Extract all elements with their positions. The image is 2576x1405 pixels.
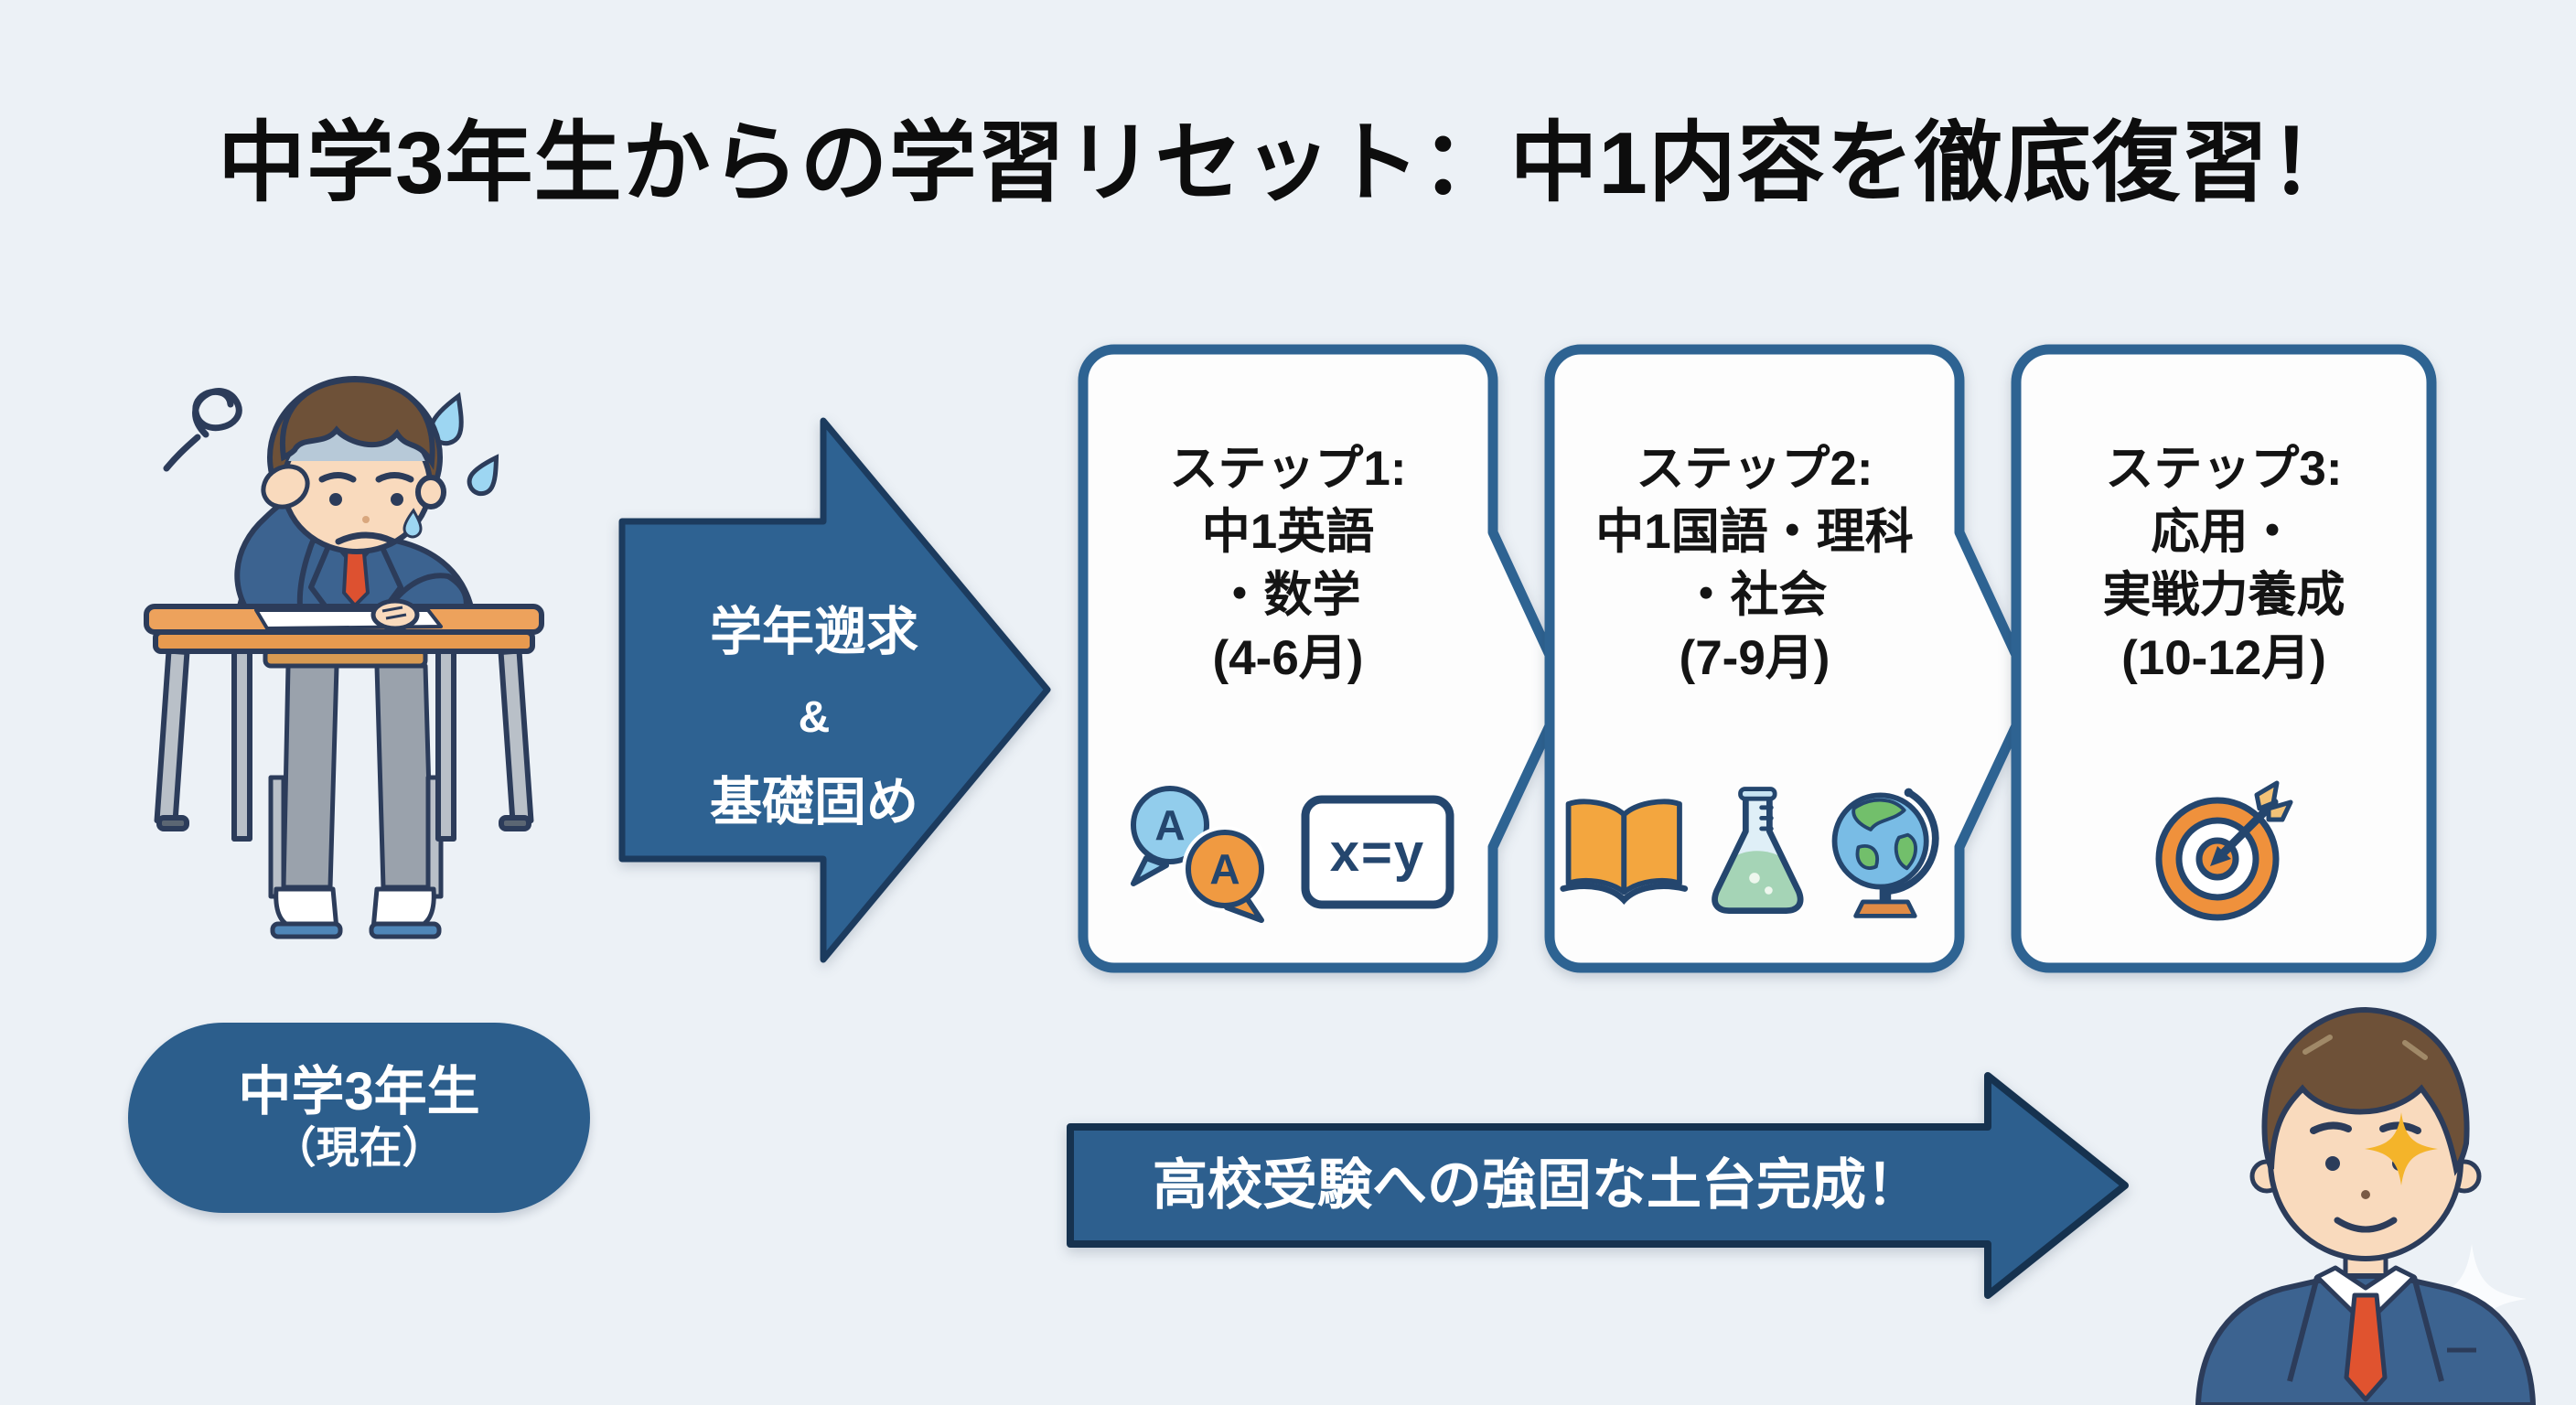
- transition-arrow-line3: 基礎固め: [710, 773, 918, 831]
- transition-arrow-text: 学年遡求 & 基礎固め: [631, 590, 997, 845]
- step1-period: (4-6月): [1212, 631, 1364, 685]
- step3-line2: 応用・: [2151, 505, 2297, 559]
- equation-text: x=y: [1329, 823, 1424, 883]
- desk: [144, 598, 544, 842]
- confident-student-head: [2249, 1006, 2482, 1261]
- result-arrow: [1067, 1072, 2129, 1299]
- transition-arrow-line2: &: [798, 693, 831, 742]
- step3-period: (10-12月): [2121, 631, 2326, 685]
- bubble2-letter: A: [1209, 845, 1240, 893]
- step2-line2: 中1国語・理科: [1595, 505, 1914, 559]
- target-arrow-icon: [2155, 780, 2292, 921]
- bubble1-letter: A: [1154, 801, 1185, 849]
- step1-line1: ステップ1:: [1169, 442, 1407, 496]
- step2-period: (7-9月): [1679, 631, 1830, 685]
- translation-bubbles-icon: A A: [1130, 786, 1268, 923]
- step3-text: ステップ3: 応用・ 実戦力養成 (10-12月): [2027, 437, 2420, 690]
- step3-box: [2011, 344, 2437, 973]
- step2-line3: ・社会: [1681, 568, 1828, 622]
- result-arrow-text: 高校受験への強固な土台完成！: [1153, 1154, 1921, 1216]
- current-student-label-line2: （現在）: [273, 1123, 445, 1172]
- confident-student-illustration: [2195, 1006, 2536, 1405]
- step3-line3: 実戦力養成: [2102, 568, 2345, 622]
- current-student-label: 中学3年生 （現在）: [128, 1023, 590, 1213]
- stressed-student-illustration: [144, 376, 544, 939]
- frustration-scribble-icon: [163, 388, 242, 472]
- science-flask-icon: [1711, 787, 1804, 914]
- step1-text: ステップ1: 中1英語 ・数学 (4-6月): [1091, 437, 1485, 690]
- globe-icon: [1831, 788, 1939, 918]
- step1-icons: A A x=y: [1091, 774, 1485, 929]
- step2-icons: [1558, 774, 1951, 929]
- current-student-label-line1: 中学3年生: [238, 1062, 480, 1121]
- step1-line3: ・数学: [1215, 568, 1361, 622]
- step3-line1: ステップ3:: [2105, 442, 2343, 496]
- step2-text: ステップ2: 中1国語・理科 ・社会 (7-9月): [1558, 437, 1951, 690]
- confident-student-body: [2195, 1247, 2536, 1405]
- page-title: 中学3年生からの学習リセット：中1内容を徹底復習！: [218, 114, 2358, 212]
- step1-line2: 中1英語: [1201, 505, 1375, 559]
- step2-line1: ステップ2:: [1636, 442, 1873, 496]
- step3-icons: [2027, 774, 2420, 929]
- sparkle-icon: [2365, 1112, 2438, 1185]
- sweat-drops-icon: [429, 391, 499, 497]
- transition-arrow: [618, 417, 1051, 963]
- transition-arrow-line1: 学年遡求: [710, 603, 918, 661]
- chair-and-legs: [263, 647, 444, 939]
- student-head: [261, 376, 446, 554]
- open-book-icon: [1560, 799, 1689, 905]
- math-equation-icon: x=y: [1301, 795, 1454, 908]
